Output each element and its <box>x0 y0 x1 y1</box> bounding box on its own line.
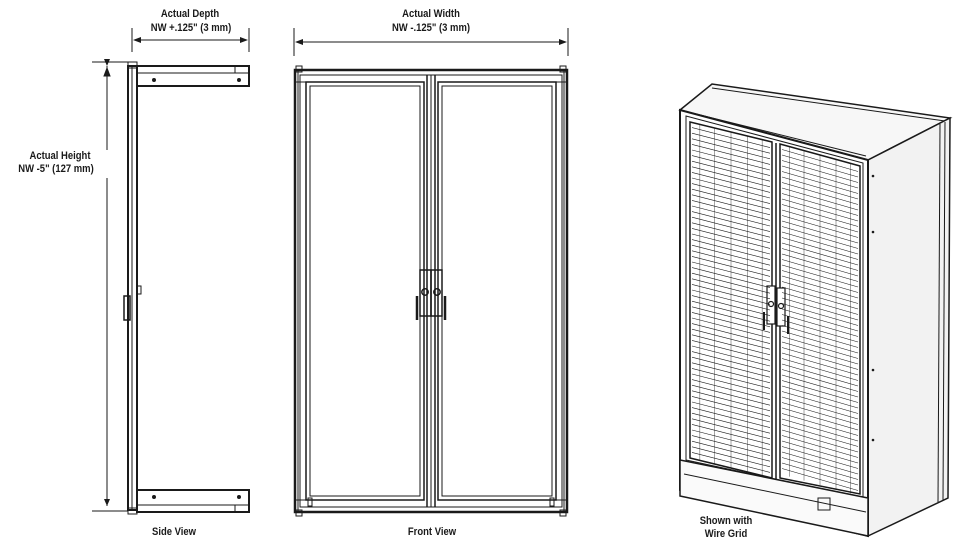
iso-view-label-line1: Shown with <box>699 515 753 527</box>
front-view-drawing <box>293 65 569 517</box>
height-dimension-value: NW -5" (127 mm) <box>18 163 94 175</box>
width-dimension-line <box>293 28 569 56</box>
depth-dimension-value: NW +.125" (3 mm) <box>150 22 232 34</box>
height-dimension-title: Actual Height <box>29 150 91 162</box>
width-dimension-value: NW -.125" (3 mm) <box>391 22 471 34</box>
iso-view-label-line2: Wire Grid <box>704 528 748 540</box>
depth-dimension-title: Actual Depth <box>160 8 220 20</box>
side-view-label: Side View <box>152 526 196 538</box>
wire-grid-lines <box>691 124 859 494</box>
width-dimension-title: Actual Width <box>402 8 460 20</box>
depth-dimension-line <box>131 28 250 52</box>
isometric-view-drawing <box>678 83 953 538</box>
side-view-drawing <box>123 61 250 515</box>
height-dimension-line <box>92 59 128 512</box>
front-view-label: Front View <box>407 526 457 538</box>
